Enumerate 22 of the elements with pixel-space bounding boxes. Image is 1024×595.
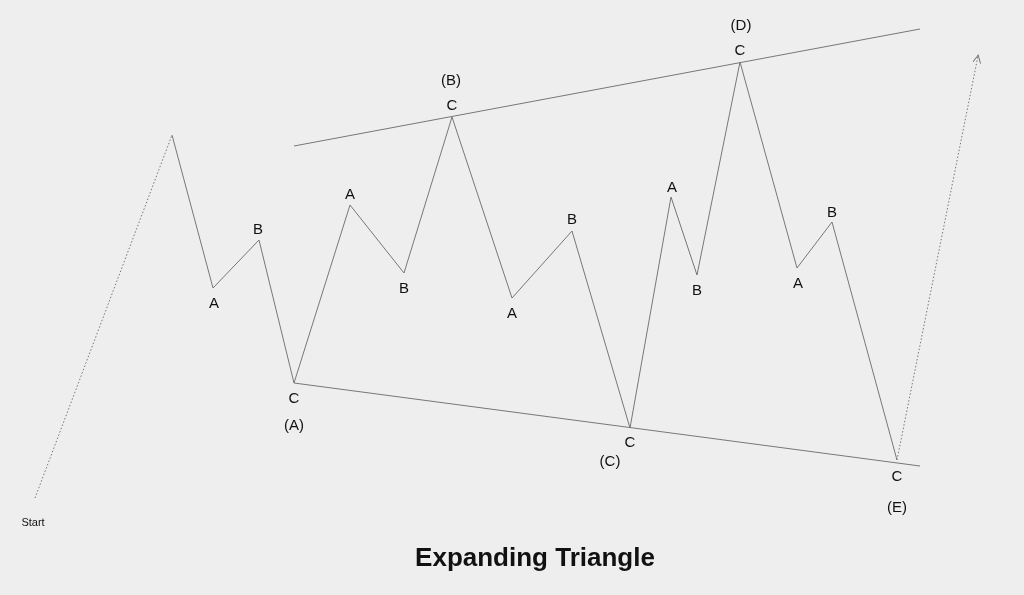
wave-label: A [667,178,677,194]
wave-label: B [827,203,837,219]
wave-label: C [734,41,746,57]
wave-label: (E) [887,498,907,514]
wave-label: (A) [284,416,304,432]
wave-label: B [399,279,409,295]
wave-label: C [624,433,636,449]
wave-label: (B) [441,71,461,87]
start-label: Start [21,516,45,528]
wave-label: A [793,274,803,290]
wave-label: B [692,281,702,297]
wave-label: B [253,220,263,236]
wave-label: A [209,294,219,310]
wave-label: B [567,210,577,226]
wave-label: (C) [599,452,621,468]
wave-label: (D) [730,16,752,32]
wave-label: C [288,389,300,405]
wave-label: A [345,185,355,201]
wave-label: C [891,467,903,483]
wave-label: C [446,96,458,112]
chart-title: Expanding Triangle [415,544,655,570]
wave-label: A [507,304,517,320]
